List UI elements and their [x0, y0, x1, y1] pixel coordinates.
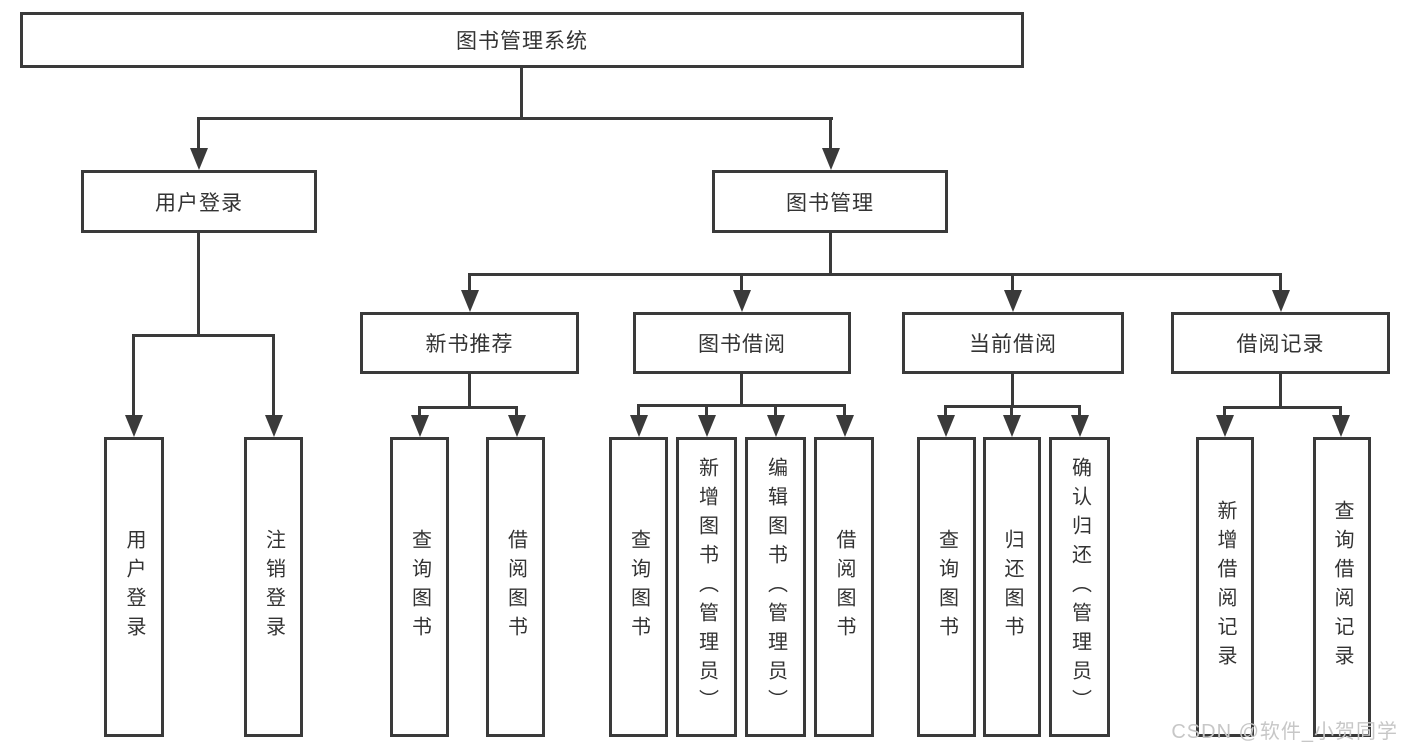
arrowhead-borrow-records: [1272, 290, 1290, 312]
node-current-borrow-label: 当前借阅: [969, 333, 1057, 356]
arrowhead-cu-return: [1003, 415, 1021, 437]
leaf-newbooks-query-books-label: 查询图书: [408, 529, 431, 645]
connector-book-borrow-horizontal: [637, 404, 846, 407]
connector-borrow-records-horizontal: [1223, 406, 1342, 409]
connector-new-books-horizontal: [418, 406, 518, 409]
connector-user-branch-stub: [197, 231, 200, 337]
connector-drop-book-management: [829, 117, 832, 151]
connector-drop-bw-add: [705, 404, 708, 417]
connector-book-borrow-stub: [740, 372, 743, 407]
connector-drop-rc-add: [1223, 406, 1226, 417]
leaf-current-confirm-return-admin: 确认归还（管理员）: [1049, 437, 1110, 737]
connector-level1-horizontal: [197, 117, 833, 120]
node-book-management-label: 图书管理: [786, 191, 874, 215]
leaf-records-add-record: 新增借阅记录: [1196, 437, 1254, 737]
node-book-borrow-label: 图书借阅: [698, 333, 786, 356]
leaf-logout-label: 注销登录: [262, 529, 285, 645]
leaf-borrow-borrow-books-label: 借阅图书: [833, 529, 855, 645]
leaf-user-login: 用户登录: [104, 437, 164, 737]
leaf-records-add-record-label: 新增借阅记录: [1214, 500, 1236, 674]
connector-drop-login-leaf: [132, 334, 135, 417]
connector-drop-book-borrow: [740, 273, 743, 292]
connector-drop-borrow-records: [1279, 273, 1282, 292]
connector-borrow-records-stub: [1279, 372, 1282, 409]
leaf-borrow-edit-books-admin: 编辑图书（管理员）: [745, 437, 806, 737]
connector-drop-current-borrow: [1011, 273, 1014, 292]
node-root-label: 图书管理系统: [456, 30, 588, 53]
leaf-current-return-books-label: 归还图书: [1001, 529, 1023, 645]
leaf-newbooks-borrow-books-label: 借阅图书: [504, 529, 527, 645]
leaf-current-query-books-label: 查询图书: [935, 529, 958, 645]
connector-book-branch-stub: [829, 231, 832, 276]
node-current-borrow: 当前借阅: [902, 312, 1124, 374]
arrowhead-book-management: [822, 148, 840, 170]
node-user-login-label: 用户登录: [155, 191, 243, 215]
arrowhead-user-login: [190, 148, 208, 170]
leaf-borrow-edit-books-admin-label: 编辑图书（管理员）: [764, 456, 787, 718]
leaf-borrow-borrow-books: 借阅图书: [814, 437, 874, 737]
arrowhead-bw-edit: [767, 415, 785, 437]
leaf-logout: 注销登录: [244, 437, 303, 737]
arrowhead-bw-add: [698, 415, 716, 437]
csdn-watermark: CSDN @软件_小贺同学: [1171, 721, 1398, 743]
arrowhead-current-borrow: [1004, 290, 1022, 312]
arrowhead-rc-add: [1216, 415, 1234, 437]
node-borrow-records-label: 借阅记录: [1236, 333, 1325, 356]
connector-new-books-stub: [468, 372, 471, 409]
connector-drop-nb-query: [418, 406, 421, 417]
connector-drop-bw-borrow: [843, 404, 846, 417]
connector-drop-cu-query: [944, 405, 947, 417]
leaf-current-confirm-return-admin-label: 确认归还（管理员）: [1068, 456, 1091, 718]
leaf-user-login-label: 用户登录: [123, 529, 145, 645]
arrowhead-bw-borrow: [836, 415, 854, 437]
leaf-newbooks-query-books: 查询图书: [390, 437, 449, 737]
leaf-current-return-books: 归还图书: [983, 437, 1041, 737]
arrowhead-nb-query: [411, 415, 429, 437]
arrowhead-cu-confirm: [1071, 415, 1089, 437]
arrowhead-login-leaf: [125, 415, 143, 437]
leaf-borrow-query-books: 查询图书: [609, 437, 668, 737]
connector-drop-user-login: [197, 117, 200, 151]
node-user-login: 用户登录: [81, 170, 317, 233]
node-borrow-records: 借阅记录: [1171, 312, 1390, 374]
connector-drop-nb-borrow: [515, 406, 518, 417]
connector-drop-cu-return: [1010, 405, 1013, 417]
arrowhead-book-borrow: [733, 290, 751, 312]
connector-drop-rc-query: [1339, 406, 1342, 417]
node-book-management: 图书管理: [712, 170, 948, 233]
leaf-records-query-record: 查询借阅记录: [1313, 437, 1371, 737]
leaf-records-query-record-label: 查询借阅记录: [1331, 500, 1353, 674]
connector-drop-logout-leaf: [272, 334, 275, 417]
arrowhead-new-books: [461, 290, 479, 312]
arrowhead-rc-query: [1332, 415, 1350, 437]
node-new-books: 新书推荐: [360, 312, 579, 374]
leaf-borrow-query-books-label: 查询图书: [627, 529, 650, 645]
leaf-current-query-books: 查询图书: [917, 437, 976, 737]
connector-drop-bw-query: [637, 404, 640, 417]
connector-level3-horizontal: [468, 273, 1282, 276]
connector-drop-cu-confirm: [1078, 405, 1081, 417]
connector-current-borrow-stub: [1011, 372, 1014, 408]
leaf-borrow-add-books-admin-label: 新增图书（管理员）: [695, 456, 718, 718]
node-book-borrow: 图书借阅: [633, 312, 851, 374]
node-root: 图书管理系统: [20, 12, 1024, 68]
connector-root-stub: [520, 66, 523, 120]
connector-user-branch-horizontal: [132, 334, 275, 337]
leaf-borrow-add-books-admin: 新增图书（管理员）: [676, 437, 737, 737]
node-new-books-label: 新书推荐: [425, 333, 514, 356]
arrowhead-logout-leaf: [265, 415, 283, 437]
connector-drop-bw-edit: [774, 404, 777, 417]
arrowhead-nb-borrow: [508, 415, 526, 437]
arrowhead-bw-query: [630, 415, 648, 437]
arrowhead-cu-query: [937, 415, 955, 437]
connector-drop-new-books: [468, 273, 471, 292]
leaf-newbooks-borrow-books: 借阅图书: [486, 437, 545, 737]
